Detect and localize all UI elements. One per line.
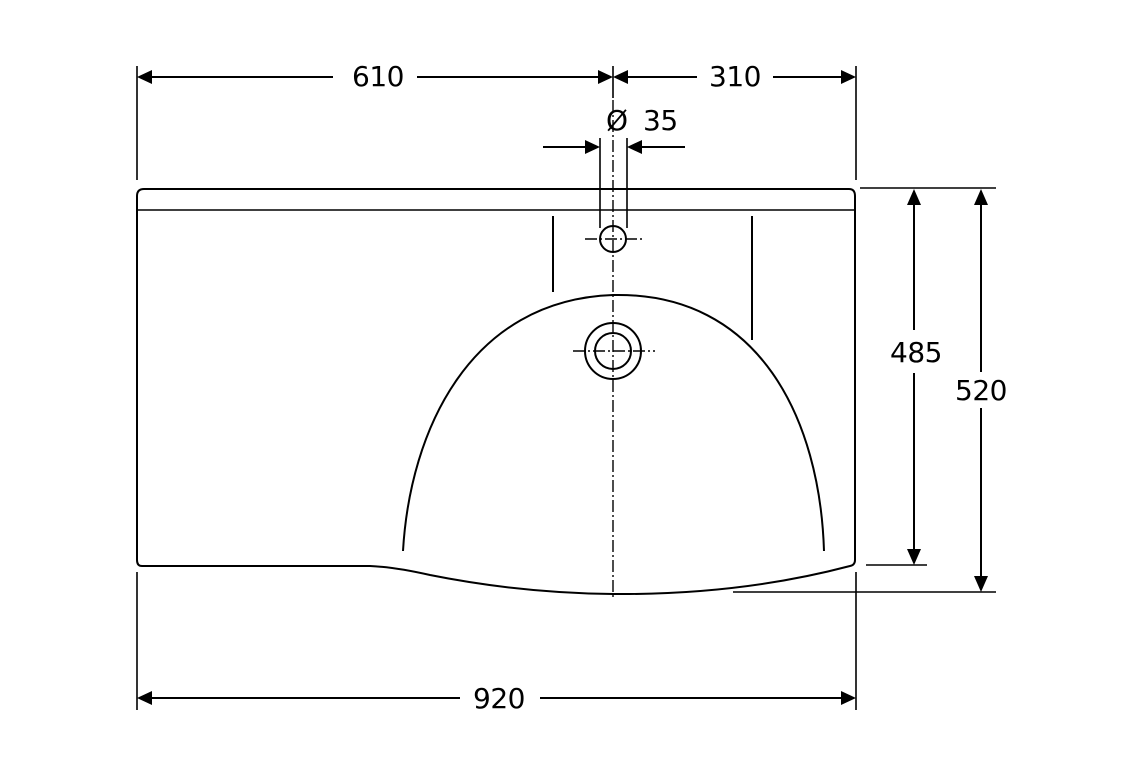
drain-outlet <box>573 322 655 380</box>
dim-35-label: 35 <box>643 104 678 137</box>
top-dimension-310: 310 <box>613 60 857 180</box>
dim-920-label: 920 <box>473 682 525 715</box>
dimension-920: 920 <box>137 682 856 715</box>
tap-hole-diameter-dimension: Ø 35 <box>543 104 685 228</box>
diameter-symbol-icon: Ø <box>606 104 628 137</box>
dimension-485: 485 <box>890 189 942 565</box>
right-dimension-extension-lines <box>136 187 996 710</box>
dimension-520: 520 <box>955 189 1007 592</box>
dim-520-label: 520 <box>955 374 1007 407</box>
dim-310-label: 310 <box>709 60 761 93</box>
top-dimension-610: 610 <box>136 60 614 180</box>
dim-485-label: 485 <box>890 336 942 369</box>
countertop-outline <box>136 188 856 596</box>
dim-610-label: 610 <box>352 60 404 93</box>
